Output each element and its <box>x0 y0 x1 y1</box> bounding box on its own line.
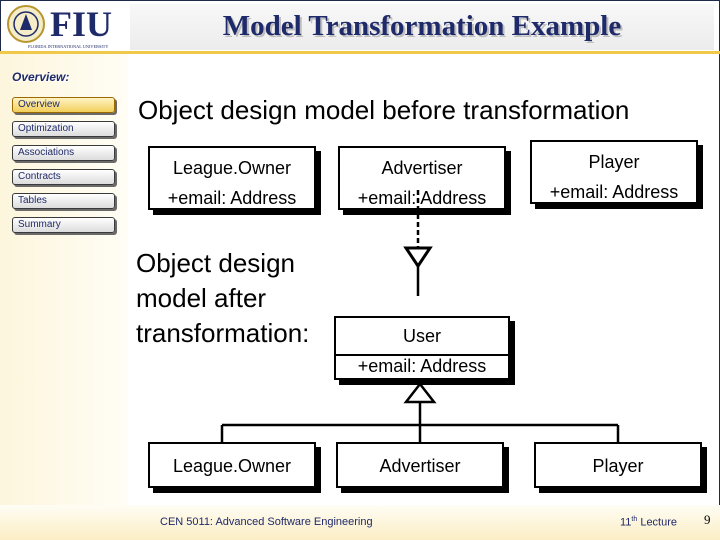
class-box-advertiser-after: Advertiser <box>336 442 504 488</box>
footer-band <box>0 505 720 540</box>
class-box-player-after: Player <box>534 442 702 488</box>
class-box-advertiser-before: Advertiser +email: Address <box>338 146 506 210</box>
nav-button-summary[interactable]: Summary <box>12 217 115 233</box>
slide-title: Model Transformation Example <box>222 10 622 42</box>
class-attribute: +email: Address <box>357 356 487 376</box>
nav-button-overview[interactable]: Overview <box>12 97 115 113</box>
class-box-player-before: Player +email: Address <box>530 140 698 204</box>
sidebar-title: Overview: <box>12 70 70 84</box>
class-name: League.Owner <box>172 158 292 178</box>
lecture-word: Lecture <box>637 516 678 529</box>
class-attribute: +email: Address <box>549 182 679 202</box>
before-heading: Object design model before transformatio… <box>138 95 630 125</box>
after-label-line-2: model after <box>136 283 267 313</box>
class-name: Advertiser <box>379 456 461 476</box>
after-label-line-3: transformation: <box>136 318 310 348</box>
after-label-line-1: Object design <box>136 248 295 278</box>
class-attribute: +email: Address <box>357 188 487 208</box>
lecture-suffix: th <box>631 516 638 523</box>
class-name: Player <box>592 456 644 476</box>
after-transformation-label: Object design model after transformation… <box>136 246 309 351</box>
class-divider <box>336 354 508 356</box>
page-number: 9 <box>704 512 711 527</box>
class-name: League.Owner <box>172 456 292 476</box>
class-name: Player <box>588 152 640 172</box>
title-bar <box>130 4 714 50</box>
class-box-league-owner-after: League.Owner <box>148 442 316 488</box>
transformation-arrow-icon <box>403 190 433 296</box>
logo-text: FIU <box>50 4 112 44</box>
logo-subtext: FLORIDA INTERNATIONAL UNIVERSITY <box>28 44 109 49</box>
header-divider <box>0 51 720 54</box>
class-name: User <box>402 326 441 346</box>
class-box-user: User +email: Address <box>334 316 510 380</box>
footer-course: CEN 5011: Advanced Software Engineering <box>160 516 373 528</box>
class-box-league-owner-before: League.Owner +email: Address <box>148 146 316 210</box>
footer-lecture: 11th Lecture <box>620 516 677 529</box>
nav-button-optimization[interactable]: Optimization <box>12 121 115 137</box>
fiu-logo: FIU FLORIDA INTERNATIONAL UNIVERSITY <box>7 4 112 49</box>
class-attribute: +email: Address <box>167 188 297 208</box>
nav-button-tables[interactable]: Tables <box>12 193 115 209</box>
class-name: Advertiser <box>381 158 463 178</box>
nav-button-associations[interactable]: Associations <box>12 145 115 161</box>
nav-button-contracts[interactable]: Contracts <box>12 169 115 185</box>
lecture-number: 11 <box>620 516 632 529</box>
